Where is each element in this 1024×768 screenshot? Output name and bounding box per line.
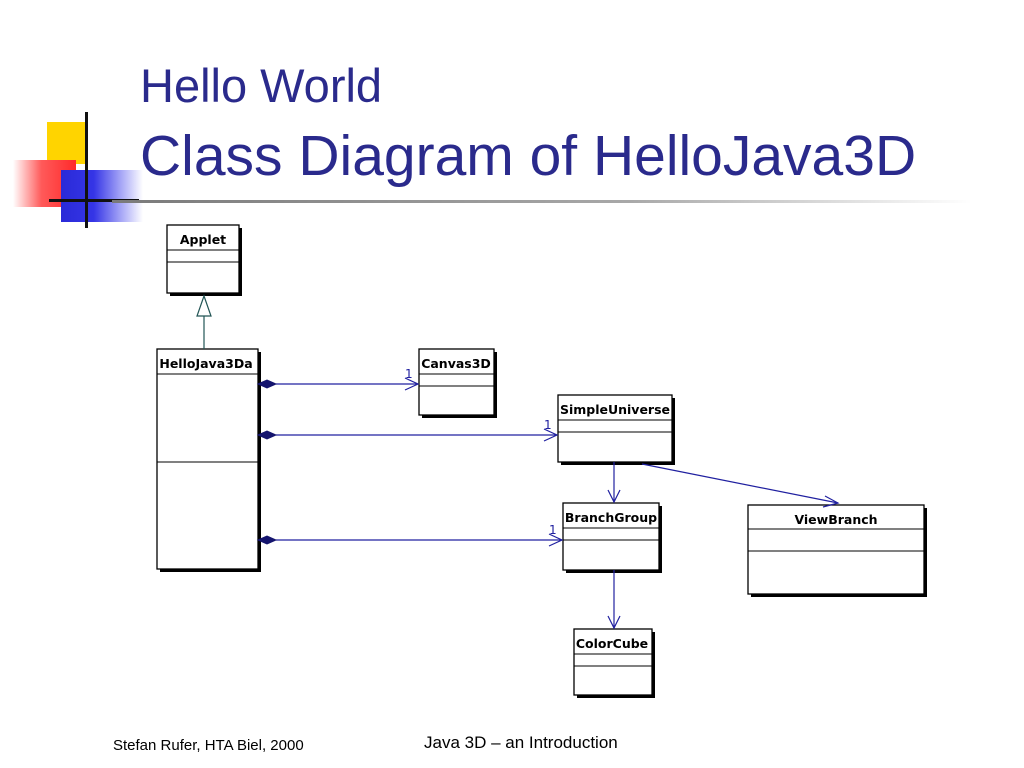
- class-simpleuniverse-name: SimpleUniverse: [560, 402, 670, 417]
- footer-course-title: Java 3D – an Introduction: [424, 733, 618, 752]
- multiplicity-simpleuniverse: 1: [544, 418, 552, 432]
- logo-blue-square: [61, 170, 143, 222]
- slide-title-line1: Hello World: [140, 59, 383, 112]
- footer-author: Stefan Rufer, HTA Biel, 2000: [113, 737, 304, 754]
- class-branchgroup-name: BranchGroup: [565, 510, 657, 525]
- class-hellojava3da: HelloJava3Da: [156, 348, 261, 572]
- logo-yellow-square: [47, 122, 87, 164]
- class-viewbranch: ViewBranch: [747, 504, 927, 597]
- class-hellojava3da-name: HelloJava3Da: [159, 356, 252, 371]
- class-canvas3d-name: Canvas3D: [421, 356, 491, 371]
- class-canvas3d: Canvas3D: [418, 348, 497, 418]
- class-colorcube-name: ColorCube: [576, 636, 648, 651]
- class-viewbranch-name: ViewBranch: [794, 512, 877, 527]
- title-underline-rule: [112, 200, 972, 203]
- multiplicity-branchgroup: 1: [549, 523, 557, 537]
- association-simpleuniverse: 1: [256, 418, 559, 442]
- association-canvas3d: 1: [256, 367, 420, 391]
- class-branchgroup: BranchGroup: [562, 502, 662, 573]
- multiplicity-canvas3d: 1: [405, 367, 413, 381]
- inheritance-hellojava3da-applet: [196, 294, 212, 349]
- logo-vertical-line: [85, 112, 88, 228]
- logo-horizontal-line: [49, 199, 139, 202]
- association-simpleuniverse-branchgroup: [607, 462, 621, 504]
- association-branchgroup: 1: [256, 523, 564, 547]
- class-simpleuniverse: SimpleUniverse: [557, 394, 675, 465]
- slide-title-line2: Class Diagram of HelloJava3D: [140, 124, 917, 188]
- class-applet: Applet: [166, 224, 242, 296]
- association-branchgroup-colorcube: [607, 570, 621, 630]
- association-simpleuniverse-viewbranch: [641, 463, 840, 508]
- class-colorcube: ColorCube: [573, 628, 655, 698]
- class-applet-name: Applet: [180, 232, 226, 247]
